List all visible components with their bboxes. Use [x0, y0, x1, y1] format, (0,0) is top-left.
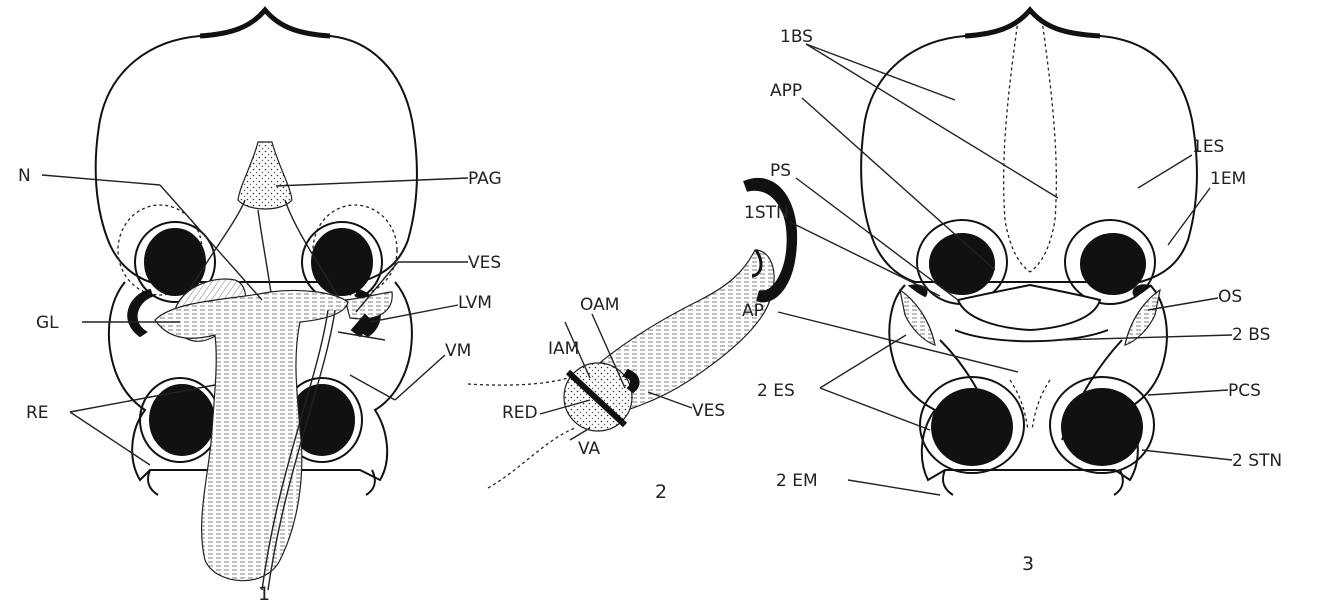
figure-number-3: 3	[1022, 553, 1034, 575]
label-pcs: PCS	[1228, 381, 1261, 401]
pag-gland-fig1	[238, 142, 292, 209]
socket-lower-right-fig3	[1050, 377, 1154, 473]
label-n: N	[18, 166, 31, 186]
label-2em: 2 EM	[776, 471, 818, 491]
label-vm: VM	[445, 341, 471, 361]
figure-number-2: 2	[655, 481, 667, 503]
label-1em: 1EM	[1210, 169, 1246, 189]
label-ap: AP	[742, 301, 764, 321]
label-2bs: 2 BS	[1232, 325, 1270, 345]
label-oam: OAM	[580, 295, 619, 315]
label-iam: IAM	[548, 339, 579, 359]
label-ves-fig1: VES	[468, 253, 501, 273]
figure-2	[468, 179, 796, 488]
label-app: APP	[770, 81, 802, 101]
label-pag: PAG	[468, 169, 502, 189]
label-va: VA	[578, 439, 601, 459]
socket-lower-left-fig3	[920, 377, 1024, 473]
label-lvm: LVM	[458, 293, 492, 313]
figure-1	[96, 10, 417, 590]
label-re: RE	[26, 403, 49, 423]
label-2es: 2 ES	[757, 381, 795, 401]
figure-number-1: 1	[258, 583, 270, 605]
label-1es: 1ES	[1192, 137, 1224, 157]
socket-upper-right-fig1	[302, 205, 397, 302]
label-2stn: 2 STN	[1232, 451, 1282, 471]
head-capsule-fig3	[861, 10, 1197, 282]
socket-lower-left-fig1	[140, 378, 220, 462]
label-1stn: 1STN	[744, 203, 789, 223]
apodeme-left-fig1	[128, 290, 152, 336]
label-gl: GL	[36, 313, 59, 333]
label-os: OS	[1218, 287, 1242, 307]
label-red: RED	[502, 403, 538, 423]
os-muscle-left-fig3	[900, 290, 935, 345]
label-ps: PS	[770, 161, 791, 181]
label-1bs: 1BS	[780, 27, 813, 47]
label-ves-fig2: VES	[692, 401, 725, 421]
